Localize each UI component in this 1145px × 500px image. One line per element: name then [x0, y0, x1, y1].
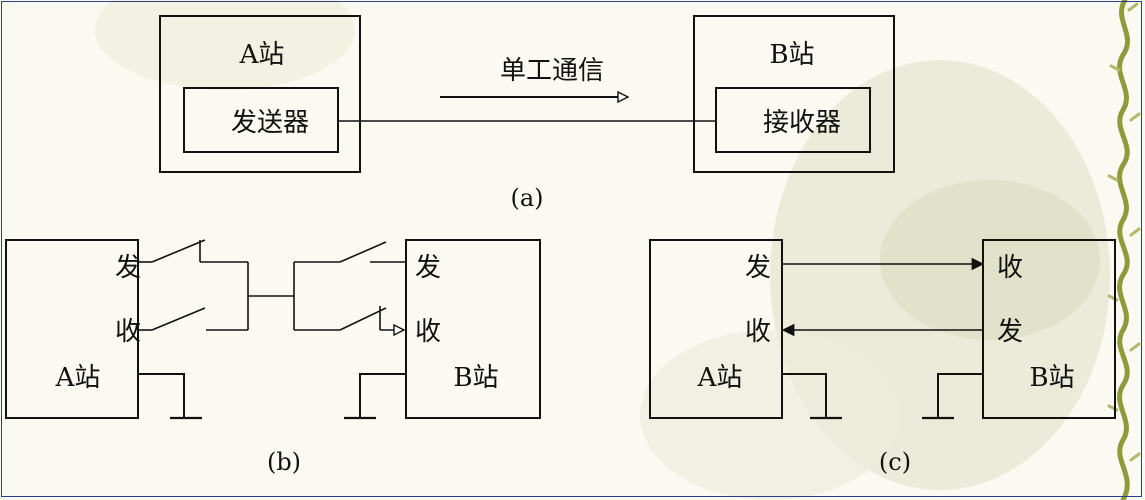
- send-label-b: 发: [415, 253, 441, 283]
- diagram-b: 发 收 A站 发 收 B站: [5, 239, 541, 476]
- switch-send-a-blade: [151, 239, 206, 263]
- station-a-label: A站: [55, 363, 101, 393]
- station-a-box: [5, 239, 139, 419]
- switch-recv-b-blade: [339, 307, 387, 331]
- caption-c: (c): [879, 448, 911, 476]
- station-b-box: [693, 15, 895, 173]
- diagram-c: 发 收 A站 收 发 B站 (c): [649, 239, 1116, 476]
- station-a-label: A站: [239, 40, 285, 70]
- recv-label-b: 收: [997, 253, 1023, 283]
- ground-a: [782, 373, 827, 418]
- station-a-label: A站: [697, 363, 743, 393]
- station-b-box: [405, 239, 541, 419]
- send-label-a: 发: [745, 253, 771, 283]
- recv-label-a: 收: [745, 317, 771, 347]
- receiver-label: 接收器: [763, 108, 841, 138]
- caption-b: (b): [267, 448, 301, 476]
- switch-recv-a-blade: [151, 307, 206, 331]
- sender-box: [183, 87, 339, 153]
- watermark-wash: [640, 330, 900, 500]
- ground-b: [359, 373, 406, 418]
- station-b-label: B站: [1029, 363, 1074, 393]
- recv-label-b: 收: [415, 317, 441, 347]
- station-a-box: [159, 15, 361, 173]
- sender-label: 发送器: [231, 108, 309, 138]
- ground-b: [937, 373, 983, 418]
- ground-a: [138, 373, 185, 418]
- recv-label-a: 收: [115, 317, 141, 347]
- watermark-wash: [880, 180, 1100, 340]
- send-label-b: 发: [997, 317, 1023, 347]
- receiver-box: [715, 87, 871, 153]
- station-b-label: B站: [769, 40, 814, 70]
- diagram-a: A站 发送器 单工通信 B站 接收器 (a): [159, 15, 895, 212]
- caption-a: (a): [510, 184, 543, 212]
- send-label-a: 发: [115, 253, 141, 283]
- station-b-label: B站: [453, 363, 498, 393]
- station-b-box: [982, 239, 1116, 419]
- link-label: 单工通信: [500, 56, 604, 86]
- switch-send-b-blade: [339, 241, 387, 263]
- vine-decoration: [1107, 0, 1141, 500]
